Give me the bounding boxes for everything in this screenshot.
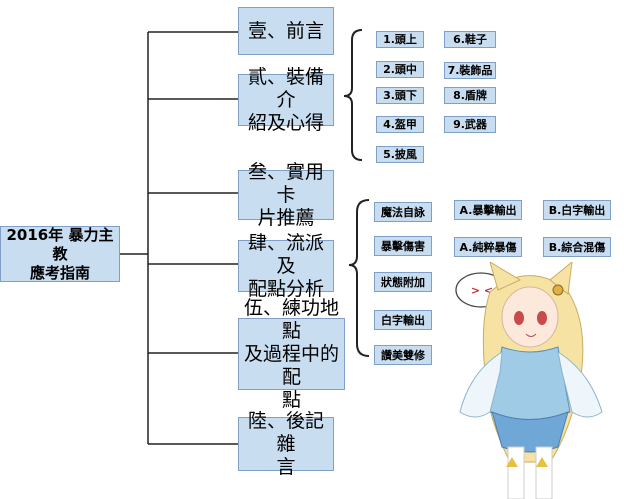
build-label: 白字輸出: [381, 313, 425, 327]
equip-item-head-top[interactable]: 1.頭上: [376, 31, 424, 48]
equip-label: 5.披風: [383, 148, 417, 161]
chapter-3-box[interactable]: 叁、實用卡 片推薦: [238, 161, 334, 229]
build-item-praise-hybrid[interactable]: 讚美雙修: [374, 345, 432, 365]
equip-item-accessory[interactable]: 7.裝飾品: [444, 62, 496, 79]
equip-label: 3.頭下: [383, 89, 417, 102]
chapter-5-label-line3: 點: [281, 388, 301, 411]
chapter-1-box[interactable]: 壹、前言: [238, 7, 334, 55]
build-item-b-white-output[interactable]: B.白字輸出: [543, 200, 611, 220]
equip-label: 7.裝飾品: [447, 64, 493, 77]
chapter-6-label-line1: 陸、後記雜: [247, 409, 324, 455]
root-title-line2: 應考指南: [29, 263, 90, 282]
build-label: 魔法自詠: [381, 205, 425, 219]
equip-item-head-mid[interactable]: 2.頭中: [376, 61, 424, 78]
chapter-4-label-line1: 肆、流派及: [247, 231, 324, 277]
chapter-5-label-line2: 及過程中的配: [243, 342, 339, 388]
equip-item-head-low[interactable]: 3.頭下: [376, 87, 424, 104]
chapter-4-box[interactable]: 肆、流派及 配點分析: [238, 232, 334, 300]
anime-fox-girl-illustration: [459, 262, 603, 499]
root-topic-box[interactable]: 2016年 暴力主教 應考指南: [0, 226, 120, 282]
chapter-6-box[interactable]: 陸、後記雜 言: [238, 410, 334, 478]
equip-label: 8.盾牌: [453, 89, 487, 102]
equip-item-shield[interactable]: 8.盾牌: [444, 87, 496, 104]
build-item-crit-damage[interactable]: 暴擊傷害: [374, 236, 432, 256]
chapter-3-label-line1: 叁、實用卡: [247, 160, 324, 206]
build-label: B.白字輸出: [548, 203, 606, 217]
build-item-status[interactable]: 狀態附加: [374, 272, 432, 292]
chapter-4-label-line2: 配點分析: [247, 277, 324, 300]
chapter-3-label-line2: 片推薦: [257, 206, 315, 229]
equip-item-shoes[interactable]: 6.鞋子: [444, 31, 496, 48]
chapter-5-label-line1: 伍、練功地點: [243, 296, 339, 342]
build-item-magic-chant[interactable]: 魔法自詠: [374, 202, 432, 222]
root-title-line1: 2016年 暴力主教: [6, 225, 114, 263]
chapter-2-box[interactable]: 貳、裝備介 紹及心得: [238, 66, 334, 134]
equip-item-weapon[interactable]: 9.武器: [444, 116, 496, 133]
equip-item-garment[interactable]: 5.披風: [376, 146, 424, 163]
equip-label: 4.盔甲: [383, 118, 417, 131]
equip-label: 1.頭上: [383, 33, 417, 46]
build-item-b-mixed[interactable]: B.綜合混傷: [543, 237, 611, 257]
build-label: 讚美雙修: [381, 348, 425, 362]
build-label: A.純粹暴傷: [459, 240, 517, 254]
build-label: 狀態附加: [381, 275, 425, 289]
build-item-white-damage[interactable]: 白字輸出: [374, 310, 432, 330]
equip-label: 9.武器: [453, 118, 487, 131]
chapter-6-label-line2: 言: [276, 455, 296, 478]
chapter-5-box[interactable]: 伍、練功地點 及過程中的配 點: [238, 297, 345, 411]
equip-item-armor[interactable]: 4.盔甲: [376, 116, 424, 133]
chapter-1-label: 壹、前言: [247, 19, 324, 42]
build-label: B.綜合混傷: [548, 240, 606, 254]
build-label: A.暴擊輸出: [459, 203, 517, 217]
build-item-a-crit-output[interactable]: A.暴擊輸出: [454, 200, 522, 220]
build-label: 暴擊傷害: [381, 239, 425, 253]
equip-label: 2.頭中: [383, 63, 417, 76]
chapter-2-label-line1: 貳、裝備介: [247, 65, 324, 111]
build-item-a-pure-crit[interactable]: A.純粹暴傷: [454, 237, 522, 257]
bubble-text: > <: [470, 284, 494, 297]
equip-label: 6.鞋子: [453, 33, 487, 46]
chapter-2-label-line2: 紹及心得: [247, 111, 324, 134]
